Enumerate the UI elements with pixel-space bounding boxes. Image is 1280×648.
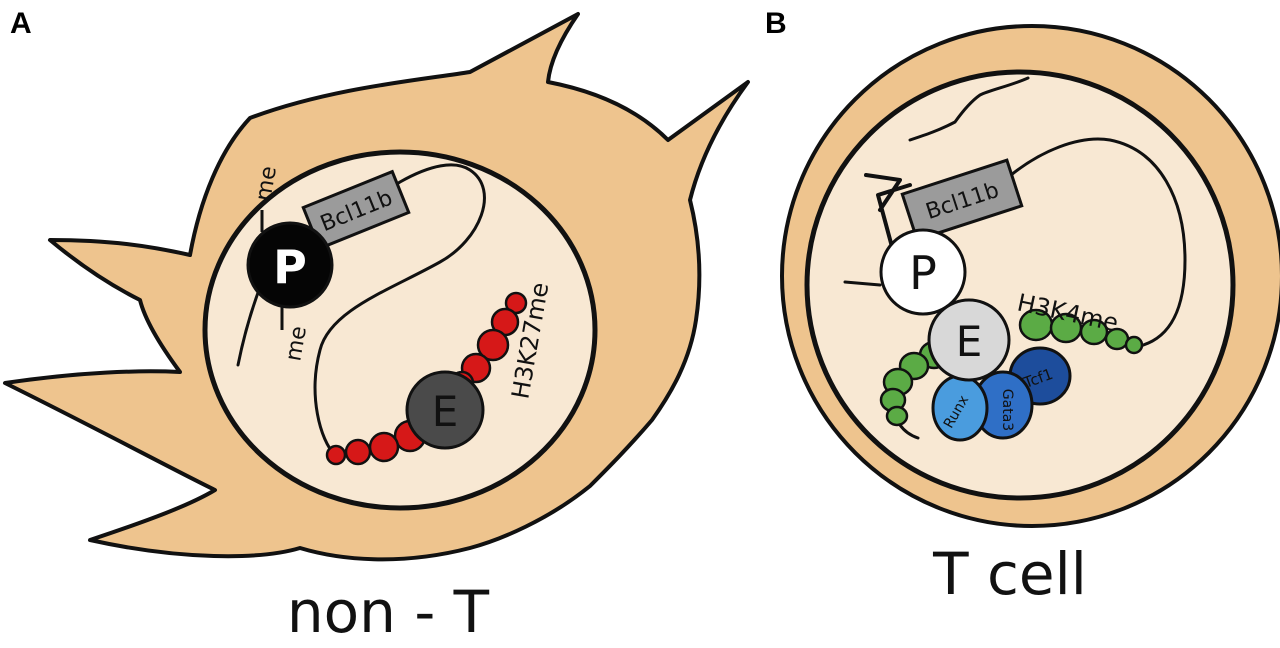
bead	[476, 328, 510, 362]
non-t-enhancer-label: E	[432, 387, 459, 436]
bead	[344, 438, 372, 466]
bead	[885, 405, 909, 427]
t-cell-enhancer-label: E	[956, 317, 983, 366]
panel-a: A Bcl11b P me me	[3, 7, 750, 646]
t-cell-nucleus	[804, 69, 1236, 501]
non-t-promoter	[246, 221, 334, 309]
methyl-top-label: me	[251, 164, 282, 203]
bead	[325, 444, 347, 466]
tf-gata3-label: Gata3	[999, 389, 1015, 431]
t-cell-enhancer	[927, 298, 1011, 382]
methyl-bottom-label: me	[281, 324, 312, 363]
non-t-enhancer	[405, 370, 485, 450]
t-cell-upstream-fiber	[908, 76, 1030, 142]
bead	[1124, 335, 1144, 355]
t-cell-caption: T cell	[932, 540, 1087, 608]
h3k4me-beads	[879, 308, 1144, 427]
t-cell-chromatin-fiber	[1003, 137, 1187, 348]
tf-runx: Runx	[931, 374, 989, 442]
t-cell-promoter	[879, 228, 967, 316]
non-t-promoter-label: P	[273, 240, 307, 294]
panel-a-letter: A	[10, 7, 32, 40]
transcription-arrow-icon	[864, 173, 912, 260]
non-t-caption: non - T	[287, 578, 490, 646]
t-cell-promoter-lead	[843, 280, 882, 287]
bead	[1079, 318, 1109, 346]
tf-gata3: Gata3	[972, 370, 1034, 440]
bead	[368, 431, 400, 463]
panel-b: B Bcl11b	[765, 7, 1280, 608]
t-cell-bcl11b-gene: Bcl11b	[900, 158, 1024, 242]
panel-b-letter: B	[765, 7, 787, 40]
t-cell-promoter-label: P	[909, 246, 937, 300]
t-cell-fiber-tail	[898, 423, 920, 440]
